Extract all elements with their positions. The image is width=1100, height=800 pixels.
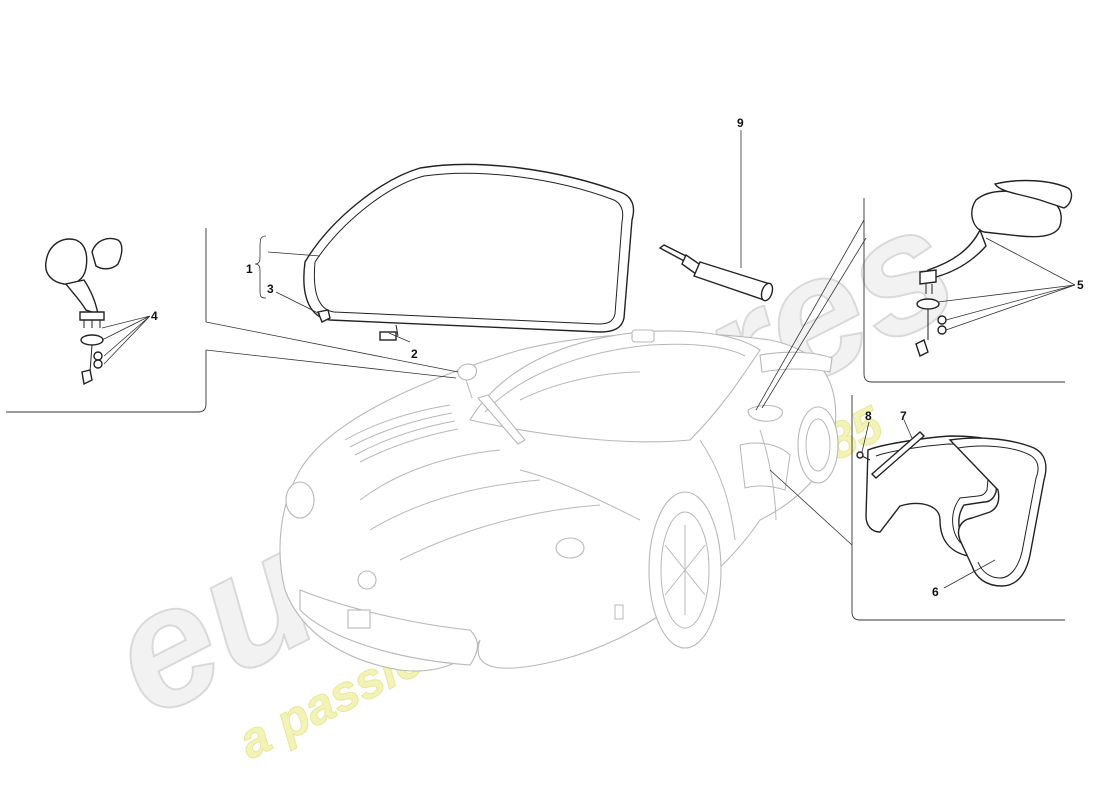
- left-mirror-part: [45, 237, 123, 386]
- callout-1: 1: [246, 262, 253, 276]
- seal-strip-part: [870, 431, 926, 479]
- car-outline: [279, 329, 839, 672]
- callouts: 1 2 3 4 5 6 7 8 9: [151, 116, 1084, 599]
- windscreen-part: [303, 163, 635, 333]
- leader-lines: [101, 130, 1076, 589]
- callout-3: 3: [267, 282, 274, 296]
- callout-4: 4: [151, 309, 158, 323]
- windscreen-clip-part: [317, 309, 331, 323]
- callout-2: 2: [411, 347, 418, 361]
- callout-5: 5: [1077, 278, 1084, 292]
- detail-frame-right: [863, 198, 1065, 383]
- detail-frame-left: [6, 228, 207, 413]
- callout-8: 8: [865, 409, 872, 423]
- seal-screw-part: [856, 451, 871, 461]
- sealant-tube-part: [658, 244, 774, 302]
- callout-6: 6: [932, 585, 939, 599]
- windscreen-label-part: [379, 324, 399, 341]
- right-mirror-part: [915, 179, 1073, 357]
- callout-7: 7: [900, 409, 907, 423]
- callout-9: 9: [737, 116, 744, 130]
- door-seal-part: [865, 435, 1047, 587]
- detail-frame-seals: [851, 395, 1065, 621]
